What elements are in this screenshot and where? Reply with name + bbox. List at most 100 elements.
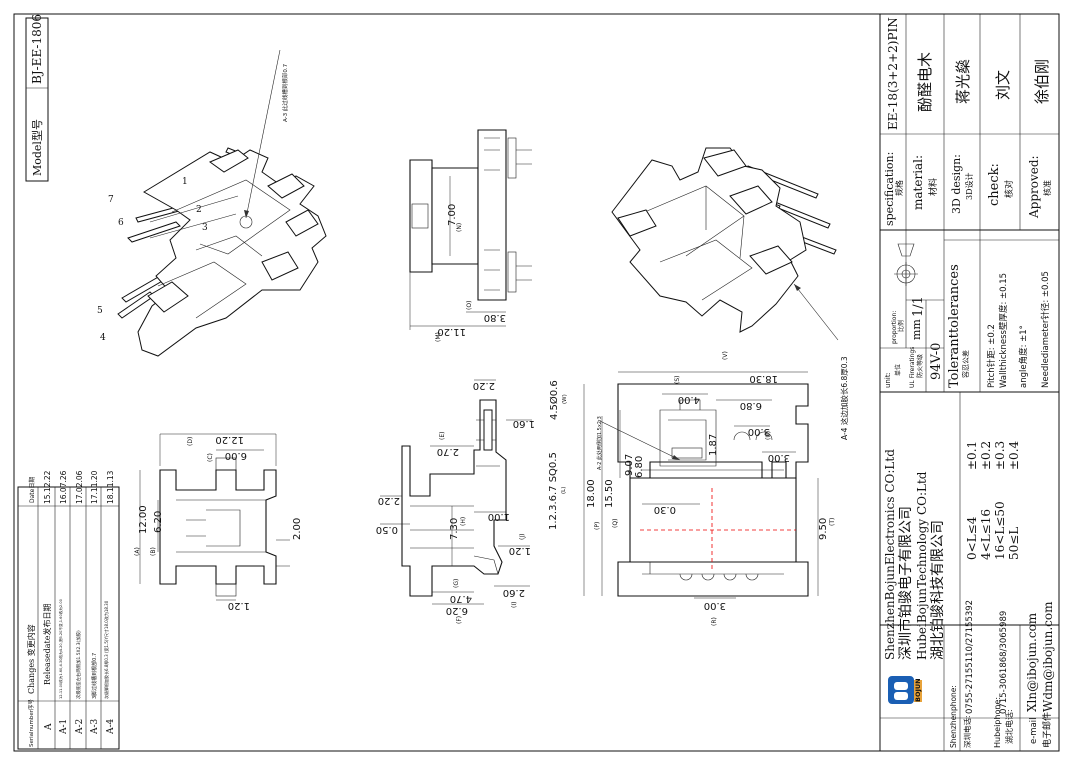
dim-letter: (C): [207, 453, 214, 462]
dim-letter: (W): [562, 394, 568, 404]
hb-phone-label: Hubeiphone:: [993, 697, 1002, 748]
dim-label: 4.5Ø0.6: [548, 380, 560, 420]
material-label: material:: [911, 155, 925, 210]
dim-label: 1.00: [488, 511, 510, 522]
dim-letter: (J): [519, 534, 526, 540]
dim-label: 18.00: [586, 479, 597, 508]
hb-phone-cn: 湖北电话:: [1004, 709, 1014, 744]
email2: Wdm@ibojun.com: [1041, 601, 1055, 712]
fire-cn: 防火等级: [916, 354, 924, 378]
pin-label: 6: [118, 218, 124, 228]
dim-letter: (P): [594, 522, 601, 530]
dim-letter: (D): [187, 437, 194, 446]
spec-value: EE-18(3+2+2)PIN: [886, 17, 900, 130]
changes-header-date: Date日期: [28, 477, 36, 503]
tol-range: 50≤L: [1007, 527, 1021, 560]
sz-phone: 0755-27155110/27155392: [965, 600, 975, 714]
dim-label: 2.20: [378, 495, 400, 506]
dim-label: 2.20: [473, 380, 495, 391]
dim-label: 0.50: [376, 524, 398, 535]
change-date: 16.07.26: [59, 470, 68, 504]
dim-letter: (F): [456, 616, 463, 624]
pin-label: 2: [196, 205, 202, 215]
dim-letter: (L): [561, 487, 567, 494]
change-content: Releasedate发布日期: [42, 604, 52, 686]
dim-label: 2.00: [292, 518, 303, 540]
pin-label: 4: [100, 333, 106, 343]
tol-title: Toleranttolerances: [947, 264, 962, 388]
tol-value: ±0.2: [979, 441, 993, 470]
bottom-view: A-2 此处两侧加1.5x2.3 18.30 (V) 4.00 (S) 6.80…: [583, 351, 836, 626]
fire-label: UL Fireratings: [909, 347, 916, 388]
sz-phone-cn: 深圳电话:: [962, 715, 972, 748]
tol-range: 0<L≤4: [965, 516, 979, 560]
material-cn: 材料: [927, 178, 939, 196]
dim-label: 1.20: [228, 600, 250, 611]
approved-label: Approved:: [1027, 155, 1041, 219]
tol-note: Pitch针距: ±0.2: [986, 324, 997, 388]
company-en2: HubeiBojunTechnology CO:Ltd: [915, 471, 929, 660]
tol-range: 4<L≤16: [979, 509, 993, 560]
dim-label: 3.00: [768, 452, 790, 463]
check-value: 刘文: [994, 70, 1012, 100]
dim-label: 4.00: [678, 394, 700, 405]
tol-value: ±0.3: [993, 441, 1007, 470]
change-date: 17.11.20: [90, 470, 99, 504]
iso-view-left: 1 2 3 4 5 6 7 A-3 此过线槽到根部0.7: [97, 49, 327, 357]
model-value: BJ-EE-1806: [30, 14, 44, 84]
dim-letter: (B): [150, 547, 157, 556]
fire-value: 94V-0: [929, 343, 944, 380]
note-a2: A-2 此处两侧加1.5x2.3: [596, 416, 603, 470]
model-box: Model型号 BJ-EE-1806: [25, 14, 49, 182]
check-label: check:: [987, 163, 1002, 206]
bojun-logo: BOJUN: [888, 676, 922, 704]
company-en1: ShenzhenBojunElectronics CO:Ltd: [883, 449, 897, 660]
dim-label: 12.20: [215, 434, 244, 445]
design-value: 蒋光燊: [954, 59, 972, 104]
tol-note: angle角度: ±1°: [1018, 325, 1029, 388]
dim-label: 3.80: [484, 312, 506, 323]
company-cn1: 深圳市铂骏电子有限公司: [897, 506, 914, 660]
tol-range: 16<L≤50: [993, 501, 1007, 560]
dim-label: 2.70: [437, 446, 459, 457]
sz-phone-label: Shenzhenphone:: [949, 685, 958, 748]
company-cn2: 湖北铂骏科技有限公司: [930, 520, 946, 660]
unit-value: mm: [910, 319, 923, 340]
change-serial: A: [44, 723, 54, 731]
email-label: e-mail: [1029, 717, 1039, 744]
side-view: 2.20 2.70 (E) 2.20 1.60 4.5Ø0.6 (W) 1.2.…: [376, 379, 568, 624]
changes-header-content: Changes 变更内容: [26, 624, 36, 694]
dim-letter: (G): [453, 579, 460, 588]
model-label: Model型号: [30, 119, 44, 176]
dim-label: 6.00: [225, 450, 247, 461]
dim-label: 1.87: [708, 434, 719, 456]
dim-letter: (T): [829, 518, 836, 526]
email1: Xln@ibojun.com: [1025, 612, 1039, 712]
logo-text: BOJUN: [914, 678, 922, 702]
unit-label: unit:: [884, 372, 892, 388]
tol-value: ±0.4: [1007, 440, 1021, 470]
tol-cn: 容忍公差: [961, 350, 970, 378]
change-content: 次级脚根加胶长6.8厚0.3 (宽1.5)Y尺寸18.0改为18.30: [103, 600, 109, 699]
dim-letter: (O): [466, 301, 473, 310]
change-serial: A-4: [106, 718, 116, 735]
design-cn: 3D设计: [964, 172, 974, 200]
dim-letter: (H): [460, 517, 467, 526]
pin-label: 3: [202, 223, 208, 233]
dim-label: 7.00: [447, 204, 458, 226]
spec-label: specification:: [883, 152, 896, 226]
change-serial: A-3: [90, 718, 100, 735]
pin-label: 5: [97, 306, 103, 316]
dim-label: 6.20: [446, 605, 468, 616]
dim-label: 1.60: [513, 418, 535, 429]
iso-view-right: A-4 这边加胶长6.8厚0.3: [611, 147, 849, 440]
change-content: 12-11.00改为1.60,4.30改为4.20,宽6.20不变,1.60改为…: [58, 598, 63, 699]
proportion-label: proportion:: [891, 311, 898, 344]
dim-label: 6.80: [634, 456, 645, 478]
hb-phone: 0715-3061868/3065989: [999, 611, 1009, 714]
approved-cn: 核准: [1042, 180, 1052, 196]
material-value: 酚醛电木: [916, 52, 934, 112]
dim-label: 6.20: [153, 511, 164, 533]
change-content: 次级底座左右两侧加1.5X2.3(加胶): [75, 630, 82, 699]
email-cn: 电子邮件: [1041, 712, 1053, 748]
